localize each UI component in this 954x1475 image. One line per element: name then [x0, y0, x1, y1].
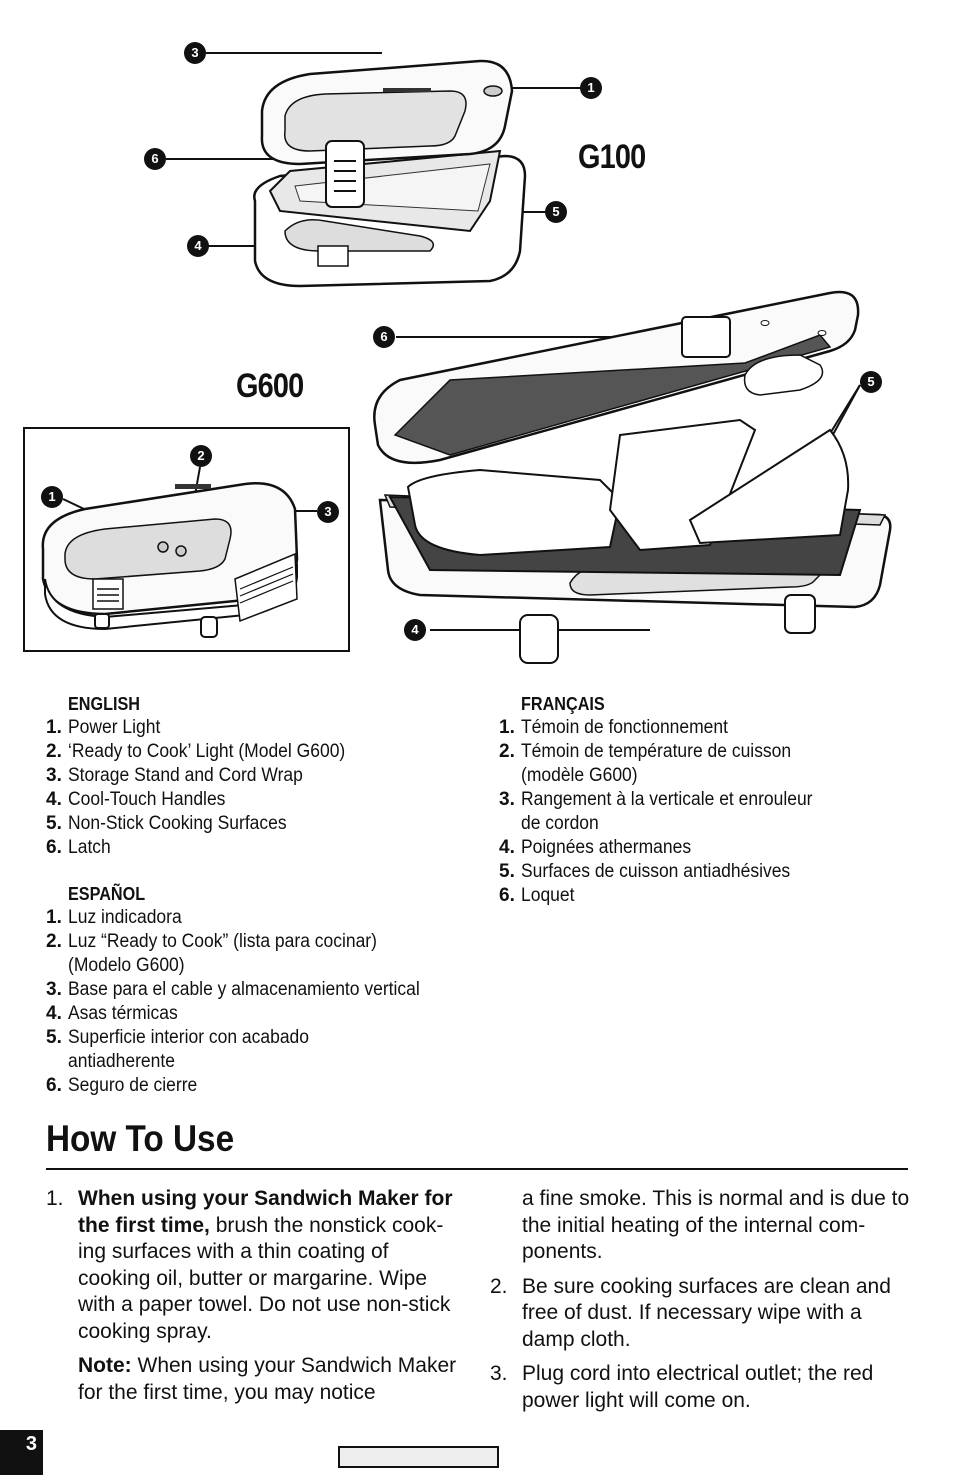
g600-closed-inset-frame — [23, 427, 350, 652]
list-item: 6.Seguro de cierre — [46, 1075, 198, 1096]
list-item: 4.Poignées athermanes — [499, 837, 692, 858]
list-item: 4.Asas térmicas — [46, 1003, 178, 1024]
list-item: 5.Non-Stick Cooking Surfaces — [46, 813, 287, 834]
g100-sandwich-maker-illustration — [166, 52, 582, 288]
list-item: 5.Surfaces de cuisson antiadhésives — [499, 861, 791, 882]
g100-callout-4: 4 — [187, 235, 209, 257]
note-label: Note: — [78, 1354, 132, 1377]
list-item: 1.Luz indicadora — [46, 907, 182, 928]
g600-inset-callout-1: 1 — [41, 486, 63, 508]
g100-model-label: G100 — [578, 138, 646, 176]
list-item: 2.‘Ready to Cook’ Light (Model G600) — [46, 741, 346, 762]
list-item: 3.Base para el cable y almacenamiento ve… — [46, 979, 420, 1000]
page-number: 3 — [0, 1430, 43, 1475]
how-to-use-left-column: 1. When using your Sandwich Maker for th… — [46, 1186, 458, 1406]
step-1-bold-lead: When using your Sandwich Maker for the f… — [78, 1187, 453, 1237]
step-1-text: brush the nonstick cook-ing surfaces wit… — [78, 1213, 451, 1343]
g600-model-label: G600 — [236, 367, 304, 405]
heading-rule — [46, 1168, 908, 1170]
g100-callout-6: 6 — [144, 148, 166, 170]
g600-inset-callout-3: 3 — [317, 501, 339, 523]
g100-callout-1: 1 — [580, 77, 602, 99]
espanol-heading: ESPAÑOL — [68, 884, 146, 904]
g600-callout-6: 6 — [373, 326, 395, 348]
footer-box — [338, 1446, 499, 1468]
note-text: When using your Sandwich Maker for the f… — [78, 1354, 457, 1404]
g600-callout-4: 4 — [404, 619, 426, 641]
how-to-use-right-column: a fine smoke. This is normal and is due … — [490, 1186, 910, 1414]
list-item: 2.Témoin de température de cuisson(modèl… — [499, 741, 792, 786]
english-parts-list: ENGLISH 1.Power Light 2.‘Ready to Cook’ … — [46, 692, 476, 1098]
list-item: 3.Storage Stand and Cord Wrap — [46, 765, 303, 786]
g600-sandwich-maker-illustration — [373, 290, 892, 664]
list-item: 2.Luz “Ready to Cook” (lista para cocina… — [46, 931, 377, 976]
g600-inset-callout-2: 2 — [190, 445, 212, 467]
g100-callout-5: 5 — [545, 201, 567, 223]
english-heading: ENGLISH — [68, 694, 141, 714]
g600-callout-5: 5 — [860, 371, 882, 393]
francais-heading: FRANÇAIS — [521, 694, 605, 714]
step-1-continued: a fine smoke. This is normal and is due … — [490, 1186, 910, 1266]
list-item: 1.Power Light — [46, 717, 161, 738]
g100-callout-3: 3 — [184, 42, 206, 64]
list-item: 1.Témoin de fonctionnement — [499, 717, 728, 738]
g600-closed-illustration — [41, 466, 317, 638]
list-item: 6.Latch — [46, 837, 111, 858]
step-1: 1. When using your Sandwich Maker for th… — [46, 1187, 457, 1404]
step-2: 2. Be sure cooking surfaces are clean an… — [490, 1274, 891, 1351]
list-item: 4.Cool-Touch Handles — [46, 789, 226, 810]
step-3: 3. Plug cord into electrical outlet; the… — [490, 1362, 874, 1412]
how-to-use-heading: How To Use — [46, 1118, 235, 1159]
note-continued-text: a fine smoke. This is normal and is due … — [522, 1187, 910, 1263]
francais-parts-list: FRANÇAIS 1.Témoin de fonctionnement 2.Té… — [499, 692, 899, 908]
list-item: 6.Loquet — [499, 885, 575, 906]
